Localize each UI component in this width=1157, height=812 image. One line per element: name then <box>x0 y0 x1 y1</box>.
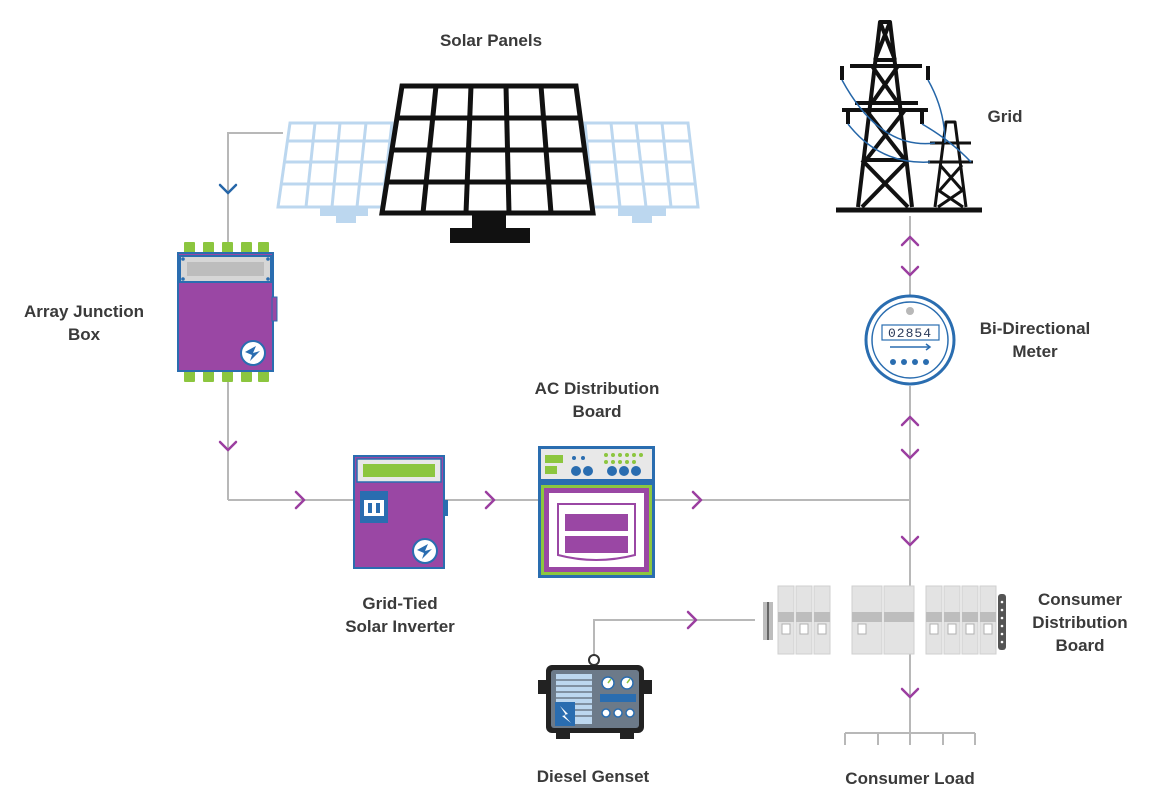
arrow-down-icon <box>900 687 920 699</box>
power-cable-icon <box>841 79 972 163</box>
diesel-genset-icon <box>538 654 652 739</box>
arrow-down-icon <box>218 183 238 195</box>
bi-directional-meter-icon: 02854 <box>864 294 956 386</box>
arrow-down-icon <box>900 535 920 547</box>
connection-lines <box>227 132 976 745</box>
arrow-down-icon <box>218 440 238 452</box>
arrow-down-icon <box>900 448 920 460</box>
solar-panels-label: Solar Panels <box>439 31 543 50</box>
arrow-right-icon <box>691 490 703 510</box>
consumer-load-label: Consumer Load <box>845 769 975 788</box>
grid-label: Grid <box>987 107 1023 126</box>
consumer-distribution-board-icon <box>763 585 1006 655</box>
arrow-up-icon <box>900 235 920 247</box>
grid-tied-inverter-label: Grid-Tied Solar Inverter <box>345 594 455 636</box>
grid-tower-icon <box>836 20 982 213</box>
ac-distribution-board-icon <box>538 446 655 578</box>
solar-inverter-icon <box>353 455 448 569</box>
consumer-distribution-board-label: Consumer Distribution Board <box>1032 590 1128 655</box>
arrow-right-icon <box>686 610 698 630</box>
solar-panels-icon <box>276 83 700 243</box>
arrow-down-icon <box>900 265 920 277</box>
array-junction-box-icon <box>177 242 278 382</box>
meter-reading: 02854 <box>888 326 932 341</box>
diesel-genset-label: Diesel Genset <box>536 767 650 786</box>
arrow-right-icon <box>484 490 496 510</box>
array-junction-box-label: Array Junction Box <box>24 302 144 344</box>
arrow-right-icon <box>294 490 306 510</box>
bi-directional-meter-label: Bi-Directional Meter <box>979 319 1091 361</box>
arrow-up-icon <box>900 415 920 427</box>
ac-distribution-board-label: AC Distribution Board <box>534 379 660 421</box>
